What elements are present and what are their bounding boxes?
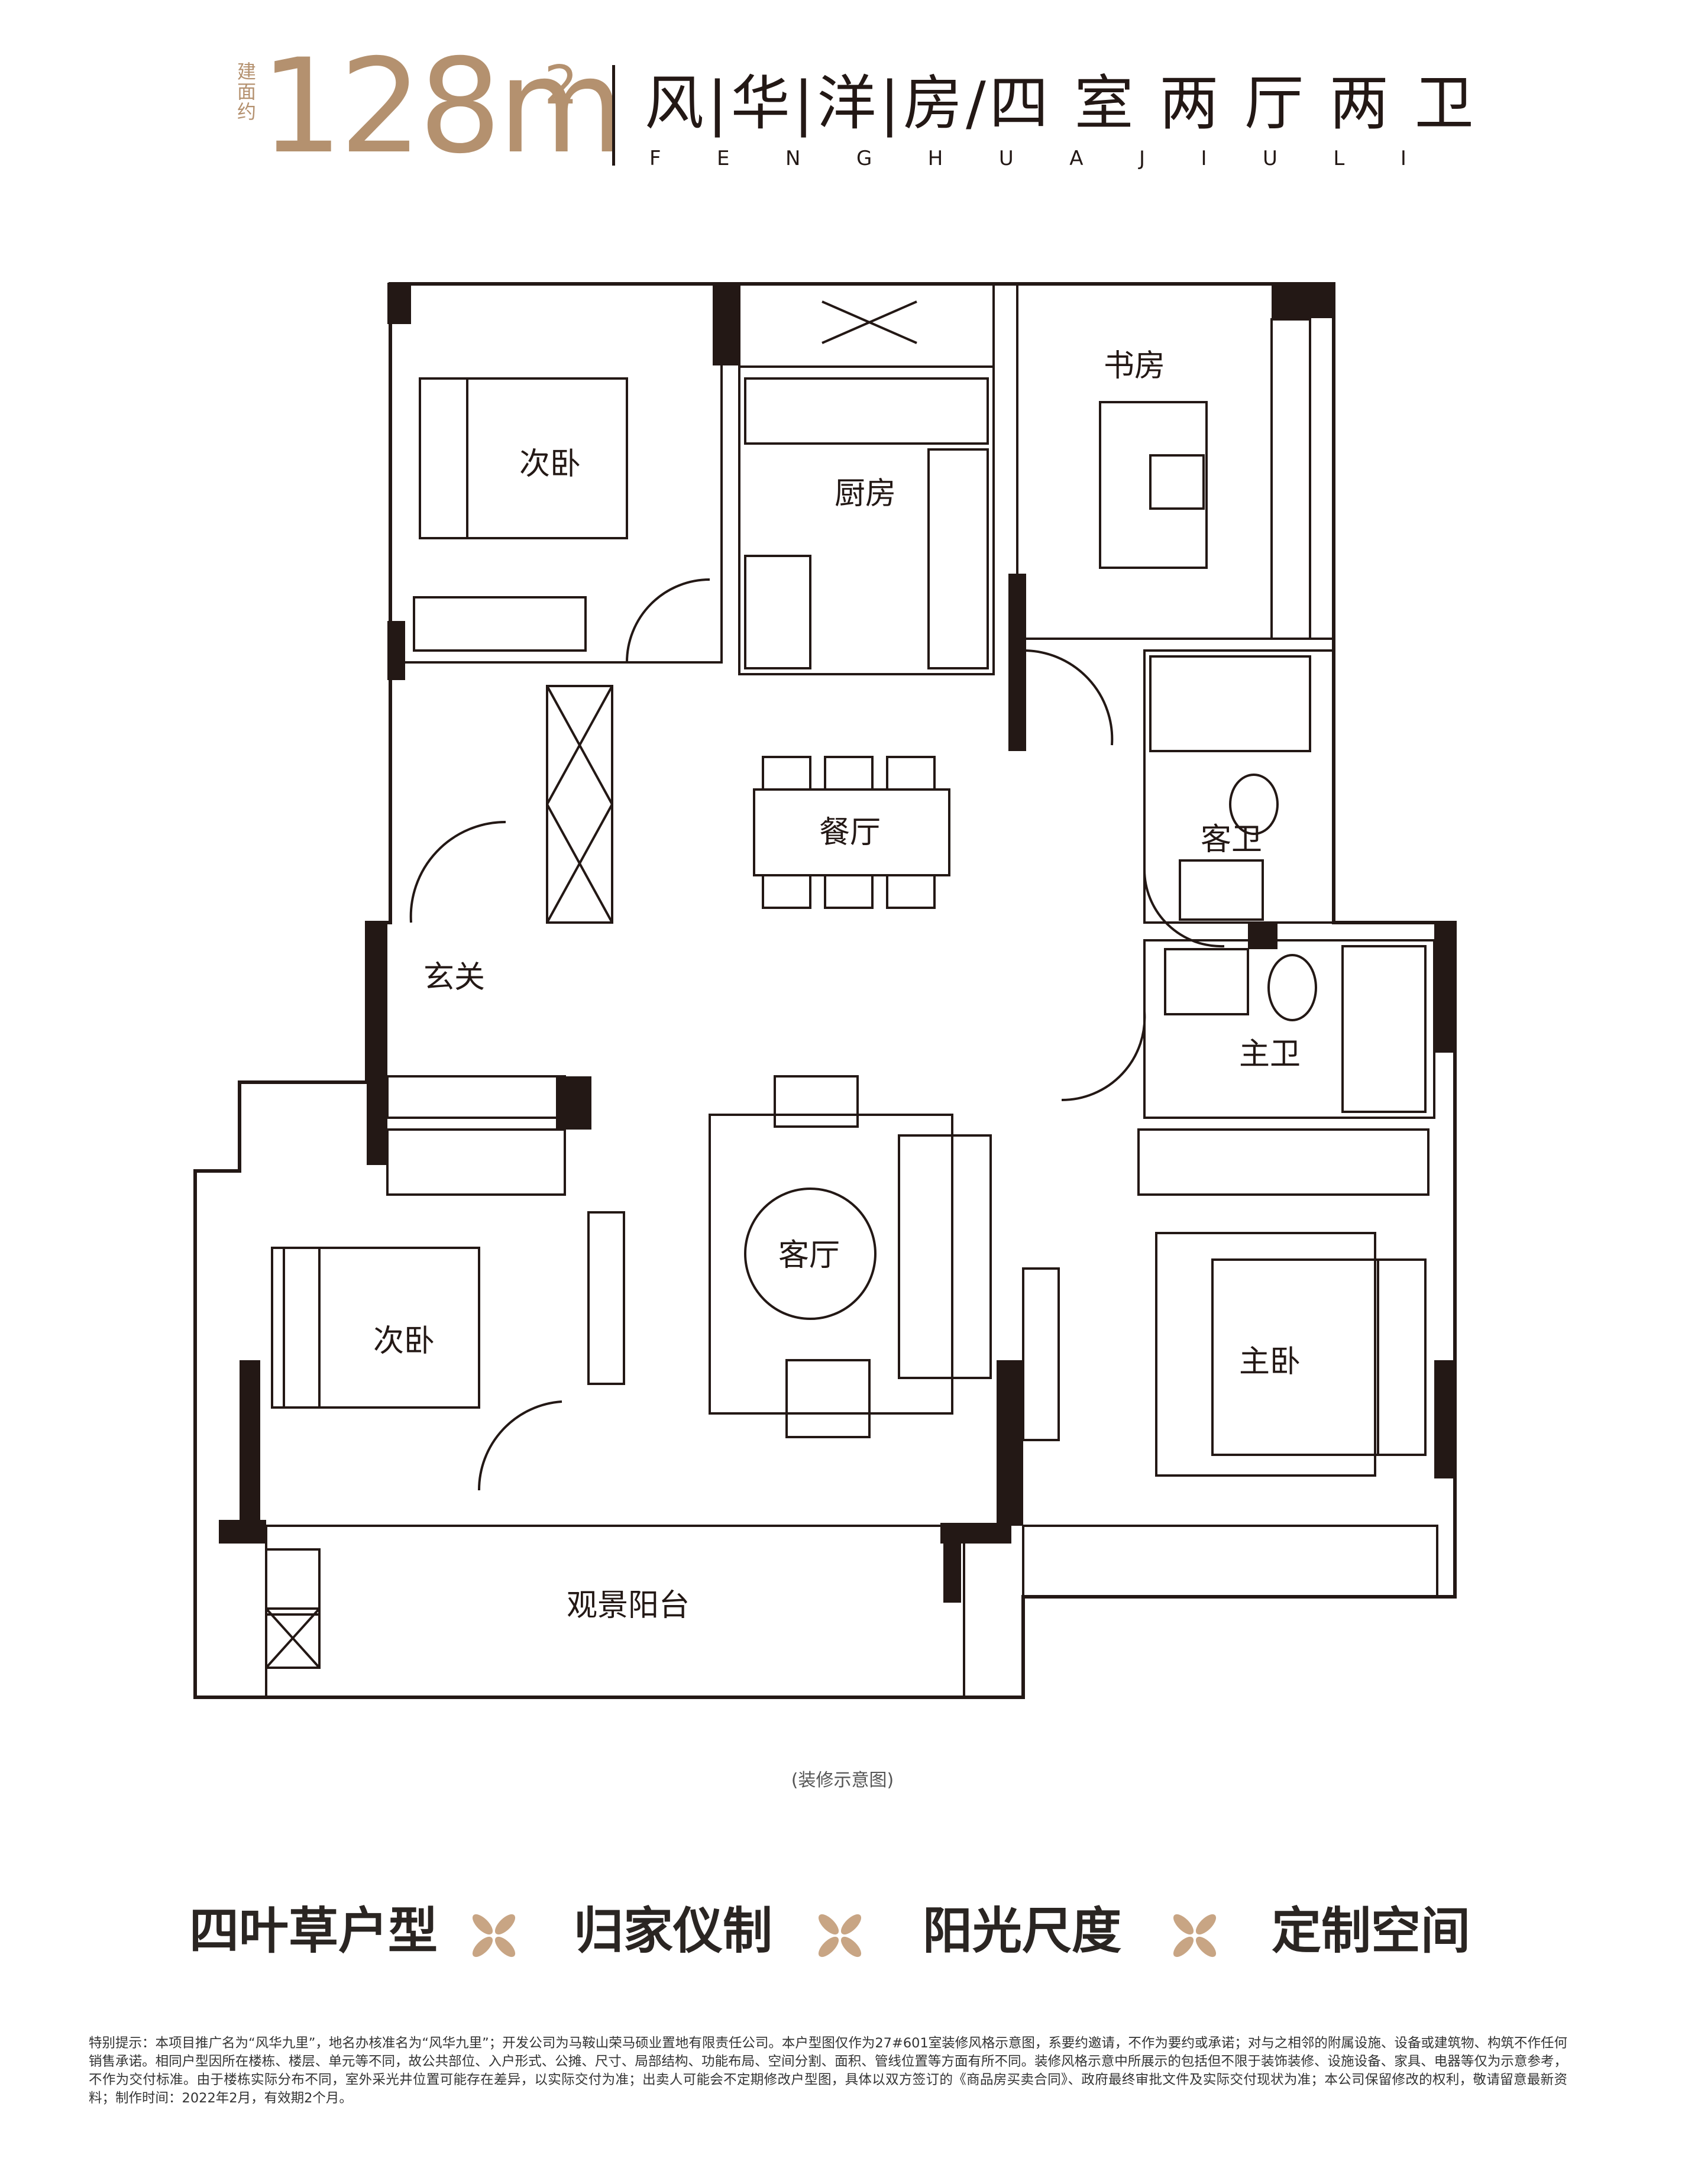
pinyin-letter: L: [1333, 147, 1345, 170]
dining-chair: [824, 874, 874, 909]
study-wall: [1016, 283, 1335, 640]
kitchen-window: [738, 283, 995, 368]
area-unit-superscript: 2: [544, 54, 578, 117]
toilet-guest: [1229, 774, 1279, 835]
room-label-bedroom-nw: 次卧: [519, 446, 581, 482]
study-chair: [1149, 454, 1205, 510]
dining-chair: [762, 874, 811, 909]
door-swing: [1143, 869, 1225, 948]
floor-plan: 次卧 厨房 书房 餐厅 客卫 玄关 主卫 客厅 次卧 主卧 观景阳台: [193, 282, 1457, 1699]
tv-cabinet: [587, 1211, 625, 1385]
bed-sw-pillows: [271, 1247, 321, 1409]
pinyin-letter: N: [785, 147, 801, 170]
wardrobe-sw: [386, 1128, 566, 1196]
room-label-entrance: 玄关: [423, 960, 485, 995]
pinyin-letter: E: [717, 147, 730, 170]
bedroom-nw-wall: [389, 283, 723, 664]
guest-bath-wall: [1143, 649, 1335, 924]
room-label-balcony: 观景阳台: [567, 1588, 690, 1623]
living-rug: [709, 1114, 953, 1415]
bed-master-pillows: [1377, 1258, 1427, 1456]
kitchen-counter-right: [927, 448, 989, 669]
header-divider: [612, 65, 615, 166]
dining-chair: [762, 756, 811, 791]
feature-bar: 四叶草户型 归家仪制 阳光尺度 定制空间: [189, 1898, 1490, 1969]
dining-chair: [886, 874, 936, 909]
dining-chair: [886, 756, 936, 791]
room-label-study: 书房: [1104, 348, 1165, 384]
pinyin-letter: F: [649, 147, 661, 170]
feature-item: 归家仪制: [574, 1902, 773, 1960]
bed-sw: [283, 1247, 480, 1409]
unit-title-pinyin: F E N G H U A J I U L I: [649, 148, 1406, 169]
pinyin-letter: U: [998, 147, 1014, 170]
door-swing: [1023, 649, 1114, 746]
kitchen-counter: [744, 377, 989, 445]
laundry-sink: [265, 1548, 321, 1616]
pinyin-letter: H: [927, 147, 943, 170]
feature-item: 阳光尺度: [923, 1902, 1122, 1960]
wardrobe-master: [1137, 1128, 1429, 1196]
room-label-guest-bath: 客卫: [1201, 822, 1262, 858]
four-leaf-icon: [472, 1914, 516, 1957]
dining-chair: [824, 756, 874, 791]
study-desk: [1099, 401, 1208, 569]
shower-master: [1341, 945, 1427, 1113]
ottoman: [774, 1075, 859, 1128]
entry-shelf: [386, 1075, 566, 1119]
pinyin-letter: I: [1201, 147, 1207, 170]
room-label-bedroom-sw: 次卧: [373, 1324, 435, 1359]
wardrobe-nw: [413, 596, 587, 652]
pinyin-letter: G: [856, 147, 872, 170]
master-bath-wall: [1143, 939, 1435, 1119]
pinyin-letter: I: [1400, 147, 1406, 170]
sink-master: [1164, 948, 1249, 1015]
master-balcony: [1022, 1525, 1438, 1598]
pinyin-letter: J: [1139, 147, 1145, 170]
room-label-kitchen: 厨房: [835, 476, 896, 512]
four-leaf-icon: [818, 1914, 862, 1957]
pinyin-letter: A: [1069, 147, 1084, 170]
kitchen-wall: [738, 365, 995, 675]
entry-cabinet: [546, 685, 613, 924]
disclaimer: 特别提示：本项目推广名为“风华九里”，地名办核准名为“风华九里”；开发公司为马鞍…: [89, 2036, 1567, 2106]
toilet-master: [1267, 954, 1317, 1021]
door-swing: [477, 1400, 562, 1491]
four-leaf-icon: [1173, 1914, 1217, 1957]
washer: [265, 1607, 321, 1669]
tv-cabinet-master: [1022, 1267, 1060, 1441]
armchair: [785, 1359, 871, 1438]
room-label-master-bath: 主卫: [1239, 1037, 1301, 1072]
door-swing: [409, 820, 506, 923]
area-value: 128m: [260, 31, 625, 182]
coffee-table: [744, 1188, 877, 1320]
shower-guest: [1149, 655, 1311, 752]
feature-item: 定制空间: [1272, 1902, 1471, 1960]
study-wardrobe: [1270, 318, 1311, 640]
kitchen-cabinet: [744, 555, 811, 669]
sofa: [898, 1134, 992, 1379]
door-swing: [626, 578, 710, 663]
sink-guest: [1179, 859, 1264, 921]
room-label-living: 客厅: [778, 1238, 840, 1273]
decor-note: (装修示意图): [791, 1770, 894, 1791]
room-label-dining: 餐厅: [819, 815, 881, 850]
area-label: 建面约: [234, 62, 257, 122]
unit-title: 风|华|洋|房/四 室 两 厅 两 卫: [645, 69, 1477, 138]
room-label-master-bedroom: 主卧: [1239, 1344, 1301, 1380]
pinyin-letter: U: [1263, 147, 1278, 170]
bed-nw-pillows: [419, 377, 468, 539]
door-swing: [1061, 1011, 1146, 1102]
feature-item: 四叶草户型: [189, 1902, 438, 1960]
bed-master-rug: [1155, 1232, 1376, 1477]
